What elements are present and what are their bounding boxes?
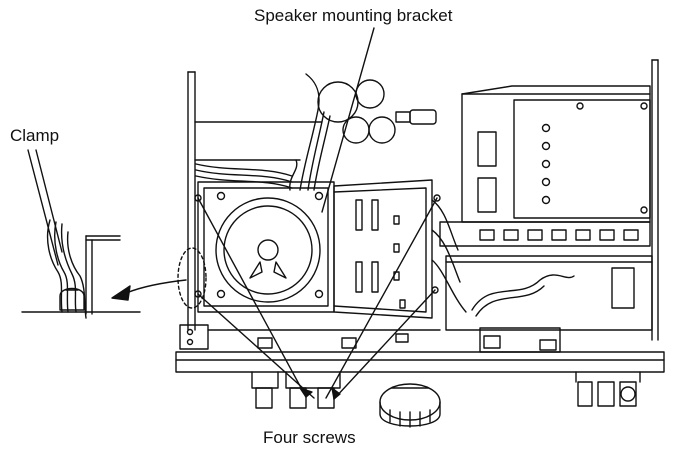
screw-icon [433,194,441,202]
screw-icon [194,194,202,202]
upper-pc-board [461,85,651,223]
four-screws [194,194,441,400]
front-knobs [251,371,641,428]
screw-icon [431,286,439,294]
clamp-detail [21,219,141,319]
curved-arrow-icon [111,279,187,301]
clamp-location-highlight [177,247,207,309]
label-leaders [27,27,375,266]
cabinet-walls [187,59,659,341]
speaker-bracket [197,179,433,319]
chassis-base [175,324,665,373]
speaker-bracket-label: Speaker mounting bracket [254,6,453,25]
four-screws-label: Four screws [263,428,356,447]
screw-icon [194,290,202,298]
connector-row [431,199,653,331]
clamp-label: Clamp [10,126,60,145]
rear-components [195,73,437,191]
